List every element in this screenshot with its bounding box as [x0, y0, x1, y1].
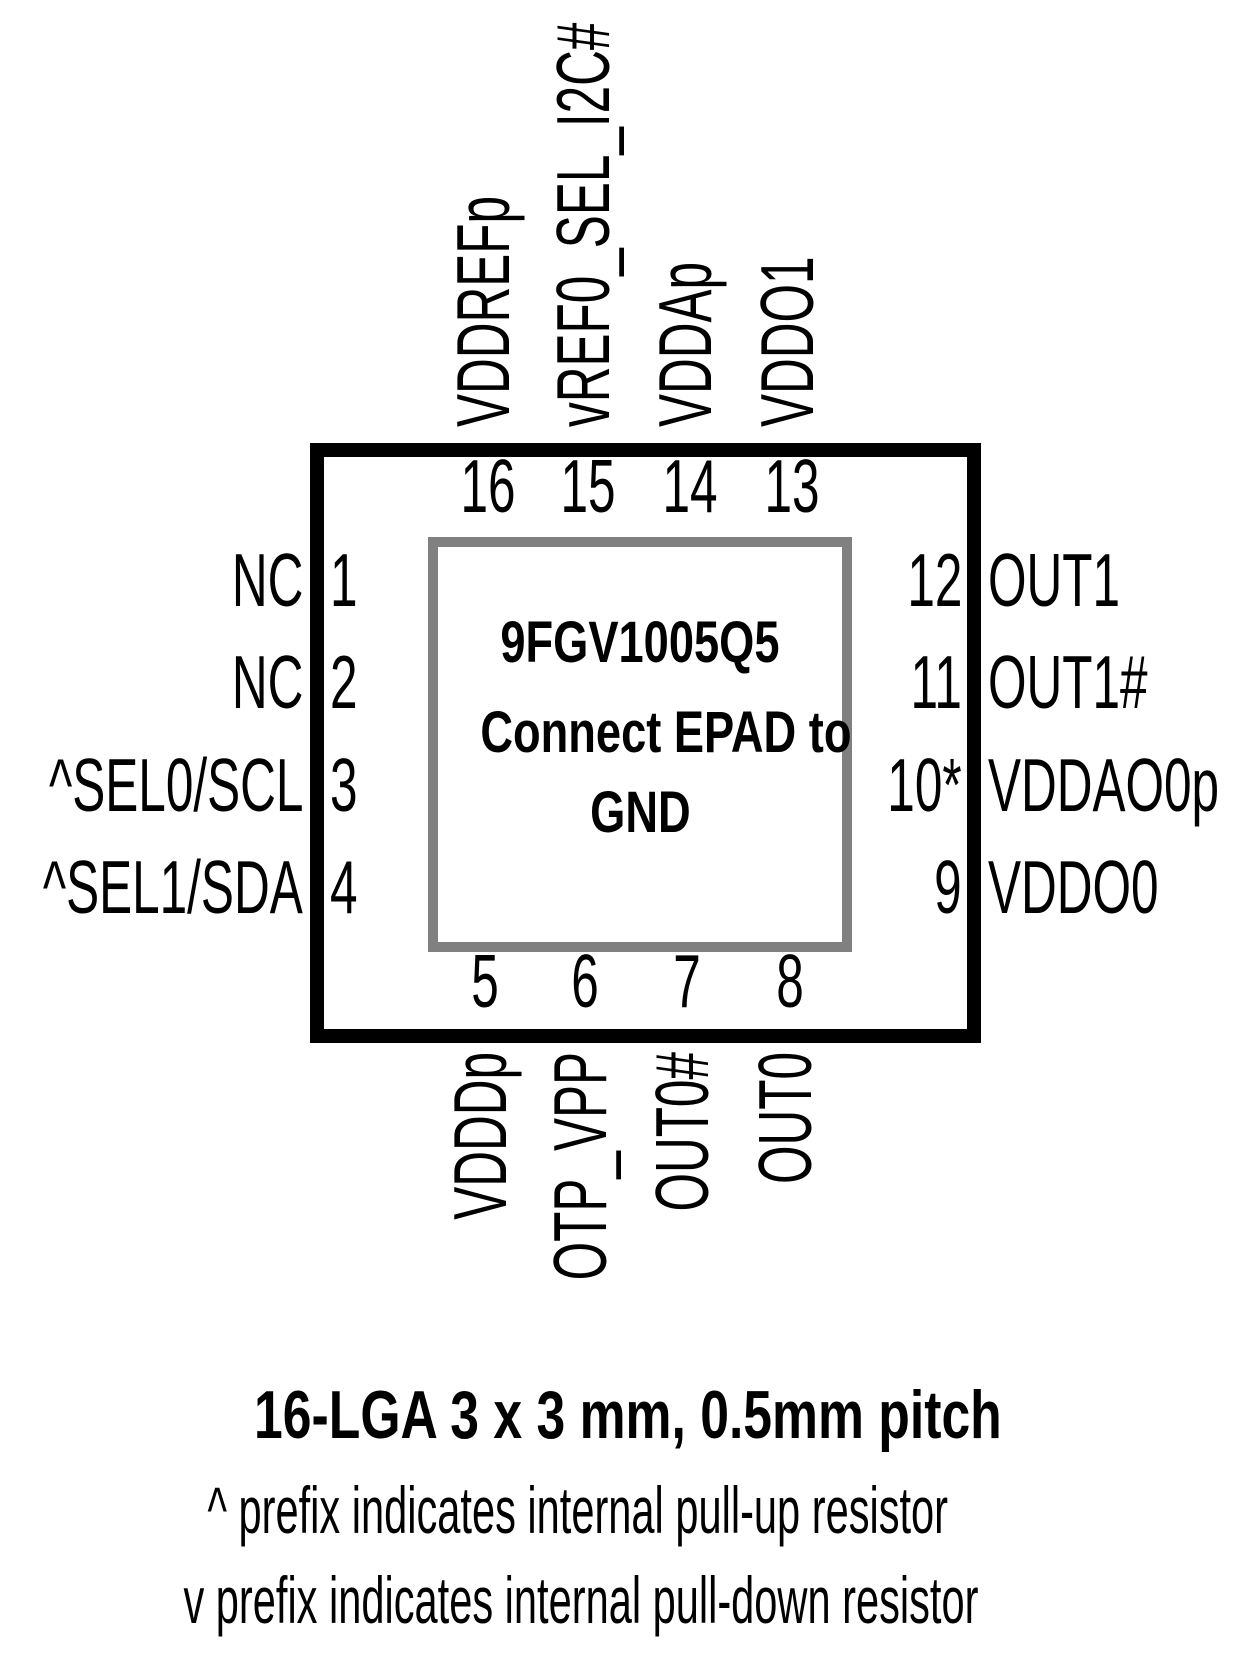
pullup-prefix-note: ^ prefix indicates internal pull-up resi… — [207, 1473, 949, 1547]
pin-9-label: VDDO0 — [988, 845, 1159, 929]
pin-5-number: 5 — [471, 939, 499, 1023]
pin-4-number: 4 — [330, 845, 358, 929]
pin-2-number: 2 — [330, 640, 358, 724]
pin-11-label: OUT1# — [988, 640, 1148, 724]
pin-8-label: OUT0 — [743, 1052, 827, 1185]
pin-7-number: 7 — [673, 939, 701, 1023]
pin-16-label: VDDREFp — [441, 195, 525, 427]
pin-5-label: VDDDp — [438, 1052, 522, 1220]
pin-13-label: VDDO1 — [745, 256, 829, 427]
pin-1-label: NC — [231, 538, 303, 622]
pin-9-number: 9 — [934, 845, 962, 929]
pin-6-label: OTP_VPP — [538, 1052, 622, 1281]
pin-1-number: 1 — [330, 538, 358, 622]
epad-box — [428, 537, 852, 952]
pin-2-label: NC — [231, 640, 303, 724]
chip-part-number: 9FGV1005Q5 — [500, 610, 780, 675]
pin-12-label: OUT1 — [988, 538, 1121, 622]
pin-15-label: vREF0_SEL_I2C# — [541, 22, 625, 428]
pin-12-number: 12 — [906, 538, 962, 622]
pin-14-label: VDDAp — [643, 261, 727, 427]
pin-8-number: 8 — [776, 939, 804, 1023]
pin-10-label: VDDAO0p — [988, 743, 1220, 827]
pin-3-label: ^SEL0/SCL — [48, 743, 303, 827]
pin-15-number: 15 — [560, 444, 616, 528]
pulldown-prefix-note: v prefix indicates internal pull-down re… — [183, 1563, 979, 1637]
pin-10-number: 10* — [887, 743, 962, 827]
pin-3-number: 3 — [330, 743, 358, 827]
pin-13-number: 13 — [764, 444, 820, 528]
pin-11-number: 11 — [910, 640, 962, 724]
pin-4-label: ^SEL1/SDA — [43, 845, 303, 929]
package-description: 16-LGA 3 x 3 mm, 0.5mm pitch — [254, 1377, 1002, 1453]
pin-7-label: OUT0# — [640, 1052, 724, 1212]
epad-note-line2: GND — [589, 780, 691, 845]
pin-14-number: 14 — [662, 444, 718, 528]
pin-6-number: 6 — [571, 939, 599, 1023]
epad-note-line1: Connect EPAD to — [480, 700, 852, 765]
pin-16-number: 16 — [460, 444, 516, 528]
